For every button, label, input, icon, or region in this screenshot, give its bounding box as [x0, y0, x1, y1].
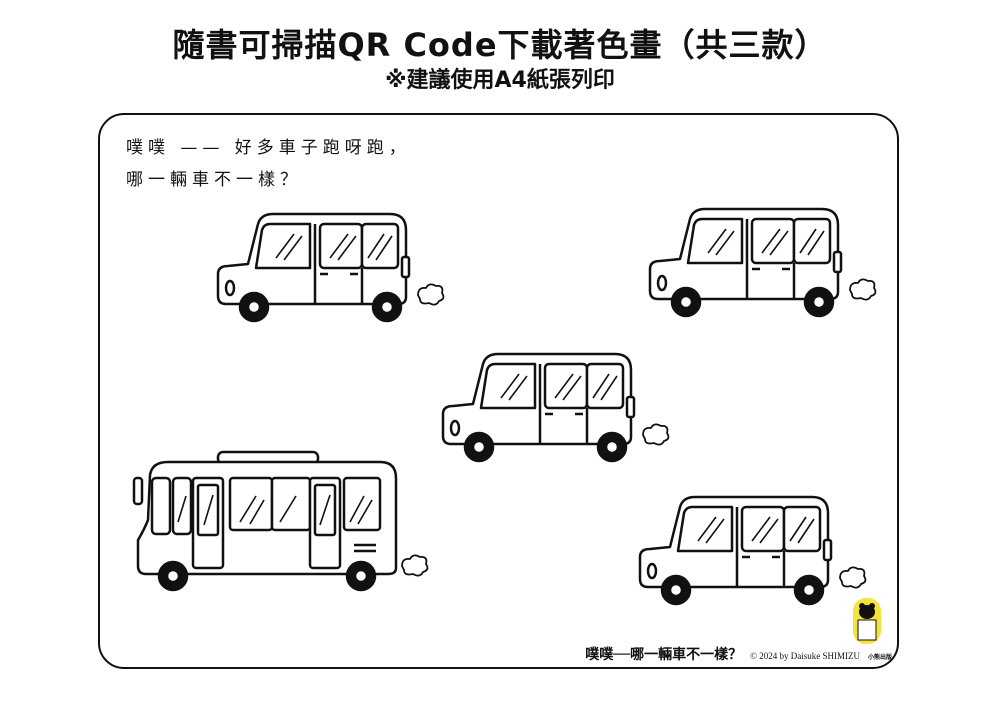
van-4: [638, 495, 867, 606]
little-bear-books-logo: [853, 598, 881, 644]
book-title: 噗噗──哪一輛車不一樣？: [585, 647, 743, 663]
prompt-line-2: 哪一輛車不一樣？: [126, 170, 302, 190]
footer: 噗噗──哪一輛車不一樣？ © 2024 by Daisuke SHIMIZU 小…: [585, 646, 892, 664]
van-1: [216, 212, 445, 323]
copyright: © 2024 by Daisuke SHIMIZU: [750, 651, 860, 661]
publisher-brand: 小熊出版: [867, 654, 892, 661]
page-title: 隨書可掃描QR Code下載著色畫（共三款）: [172, 26, 828, 64]
van-2: [648, 207, 877, 318]
bus: [132, 450, 429, 592]
print-note: ※建議使用A4紙張列印: [385, 68, 615, 93]
prompt-line-1: 噗噗 —— 好多車子跑呀跑，: [126, 138, 411, 158]
coloring-frame: [98, 113, 899, 669]
van-3: [441, 352, 670, 463]
